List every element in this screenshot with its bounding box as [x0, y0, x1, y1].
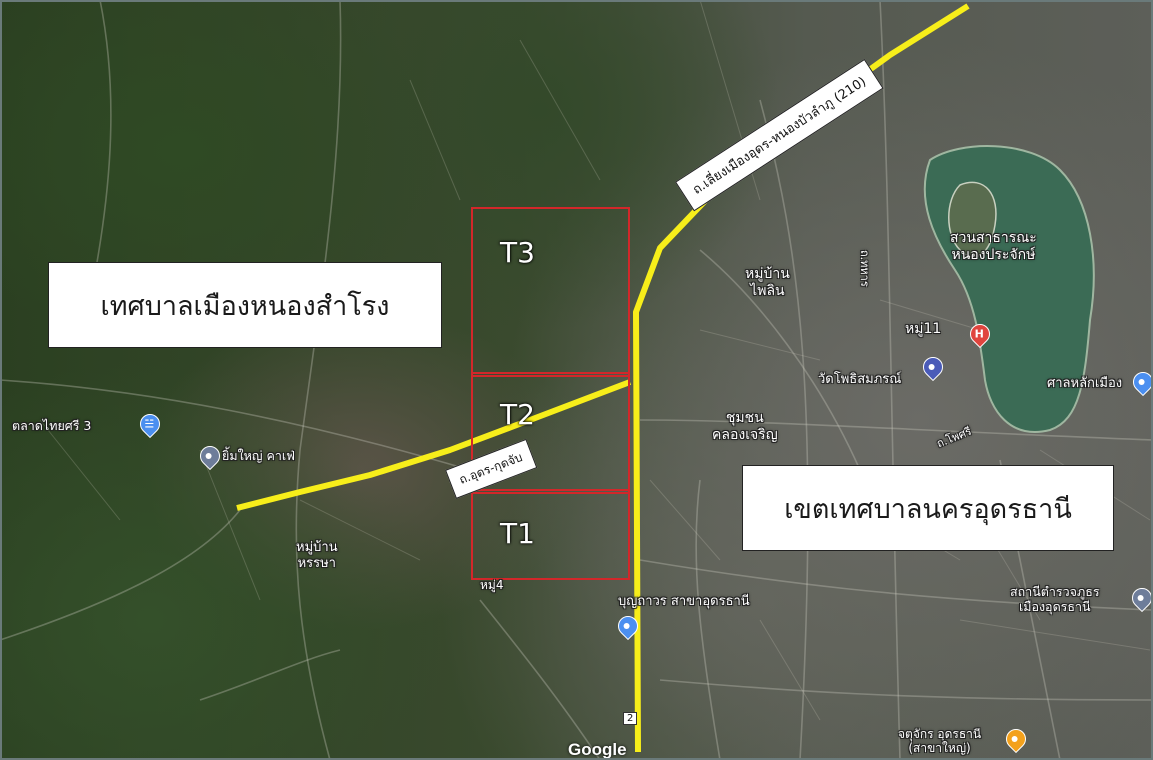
poi-bunthavorn-label[interactable]: บุญถาวร สาขาอุดรธานี: [618, 594, 750, 609]
zone-label-t2: T2: [500, 398, 535, 431]
poi-community-khlong[interactable]: ชุมชน คลองเจริญ: [712, 410, 778, 443]
zone-t3-outline[interactable]: [471, 207, 630, 374]
zone-t1-outline[interactable]: [471, 492, 630, 580]
minor-streets: [39, 0, 1151, 721]
poi-park-label[interactable]: สวนสาธารณะ หนองประจักษ์: [950, 230, 1037, 263]
municipality-west-label: เทศบาลเมืองหนองสำโรง: [48, 262, 442, 348]
route-shield: 2: [623, 712, 638, 725]
poi-city-pillar[interactable]: ศาลหลักเมือง: [1047, 376, 1123, 391]
zone-label-t1: T1: [500, 517, 535, 550]
lake-island: [948, 181, 997, 258]
street-label-vertical: ถ.ทหาร: [858, 250, 871, 287]
poi-village-harasaya[interactable]: หมู่บ้าน หรรษา: [296, 540, 338, 571]
poi-police-label[interactable]: สถานีตำรวจภูธร เมืองอุดรธานี: [1010, 584, 1100, 614]
zone-label-t3: T3: [500, 236, 535, 269]
poi-village-phailin[interactable]: หมู่บ้าน ไพลิน: [745, 266, 790, 299]
poi-night-market-label[interactable]: จตุจักร อุดรธานี (สาขาใหญ่): [898, 727, 982, 755]
google-logo: Google: [568, 740, 627, 759]
poi-wat-photisomphon[interactable]: วัดโพธิสมภรณ์: [818, 372, 902, 387]
poi-cafe-label[interactable]: ยิ้มใหญ่ คาเฟ่: [222, 448, 296, 463]
udon-kotjap-road-highlight: [236, 379, 632, 511]
study-zones: [471, 207, 630, 580]
municipality-east-label: เขตเทศบาลนครอุดรธานี: [742, 465, 1114, 551]
poi-market-label[interactable]: ตลาดไทยศรี 3: [12, 418, 92, 433]
poi-moo4[interactable]: หมู่4: [480, 578, 504, 592]
poi-moo11[interactable]: หมู่11: [905, 321, 942, 337]
